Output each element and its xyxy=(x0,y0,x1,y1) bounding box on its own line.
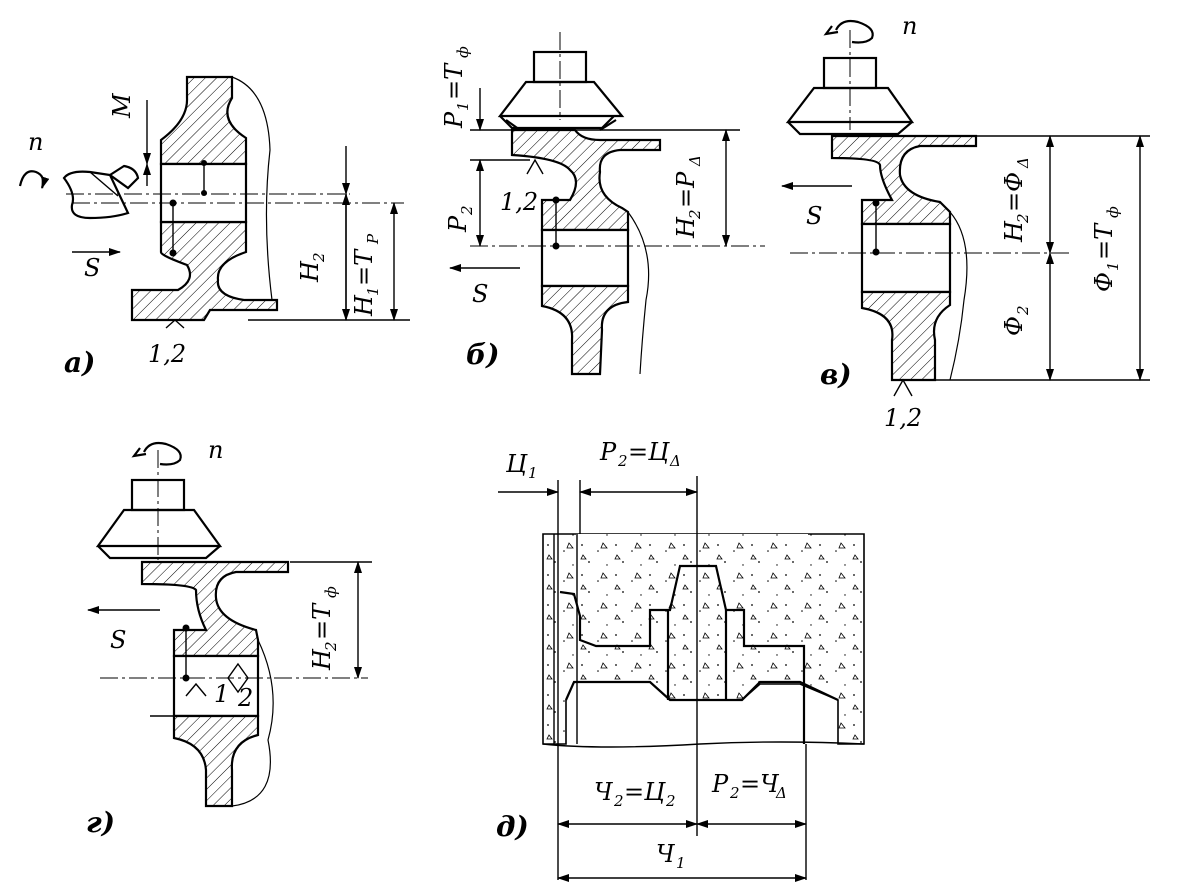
label-ch2-d: Ч 2 =Ц 2 xyxy=(594,778,676,810)
caption-v: в) xyxy=(820,358,852,391)
dimension-lines-a xyxy=(143,100,410,329)
rotation-arrow-v xyxy=(835,19,874,44)
svg-text:H: H xyxy=(350,294,378,317)
dimension-lines-v xyxy=(893,135,1150,397)
dimension-lines-g xyxy=(290,561,372,679)
svg-text:P: P xyxy=(444,215,472,233)
svg-text:2: 2 xyxy=(617,452,628,470)
svg-text:=Ц: =Ц xyxy=(624,778,666,806)
svg-text:=T: =T xyxy=(1090,222,1118,260)
svg-text:H: H xyxy=(1000,220,1028,243)
svg-text:=P: =P xyxy=(672,171,700,208)
svg-text:2: 2 xyxy=(1014,213,1032,224)
svg-text:P: P xyxy=(711,770,729,798)
label-f1-v: Ф 1 =T ф xyxy=(1090,206,1122,292)
svg-text:H: H xyxy=(308,648,336,671)
svg-text:=Ц: =Ц xyxy=(628,438,670,466)
mold-section-d xyxy=(542,533,865,748)
panel-d: Ц 1 P 2 =Ц Δ Ч 2 =Ц 2 P 2 =Ч Δ Ч 1 д) xyxy=(496,438,865,882)
svg-text:1: 1 xyxy=(364,286,382,296)
svg-text:1: 1 xyxy=(454,101,472,111)
svg-text:ф: ф xyxy=(322,586,340,598)
svg-text:2: 2 xyxy=(686,209,704,220)
label-p2-b: P 2 xyxy=(444,205,476,233)
label-s-b: S xyxy=(472,280,488,308)
label-h2-a: H 2 xyxy=(296,252,328,283)
label-mark2-g: 2 xyxy=(237,684,253,712)
rotation-arrow-g xyxy=(143,441,182,466)
svg-text:Δ: Δ xyxy=(669,452,681,470)
svg-text:2: 2 xyxy=(665,792,676,810)
svg-text:H: H xyxy=(296,260,324,283)
svg-text:ф: ф xyxy=(1104,206,1122,218)
caption-a: а) xyxy=(64,346,95,379)
caption-g: г) xyxy=(86,806,115,839)
workpiece-section-v xyxy=(790,134,1070,382)
svg-text:2: 2 xyxy=(322,641,340,652)
label-h1-a: H 1 =T P xyxy=(350,233,382,317)
label-n-g: n xyxy=(208,436,223,464)
label-f2-v: Ф 2 xyxy=(1000,305,1032,336)
label-mark1-g: 1 xyxy=(214,680,229,708)
svg-text:Ч: Ч xyxy=(656,840,676,868)
caption-b: б) xyxy=(466,338,499,371)
label-n-v: n xyxy=(902,12,917,40)
dimension-lines-d xyxy=(498,476,807,882)
svg-text:Δ: Δ xyxy=(1014,157,1032,169)
label-base-a: 1,2 xyxy=(148,340,186,368)
dimension-lines-b xyxy=(470,88,740,247)
svg-text:=T: =T xyxy=(350,248,378,286)
label-n-a: n xyxy=(28,128,43,156)
svg-text:=T: =T xyxy=(308,602,336,640)
rotation-arrow-a xyxy=(18,170,50,189)
svg-text:1: 1 xyxy=(1104,261,1122,271)
label-c1-sub-d: 1 xyxy=(528,464,538,482)
label-c1-d: Ц xyxy=(505,450,528,478)
label-base-b: 1,2 xyxy=(500,188,538,216)
label-base-v: 1,2 xyxy=(884,404,922,432)
label-ch1-d: Ч 1 xyxy=(656,840,686,872)
panel-a: n S M H 2 H 1 =T P 1,2 а) xyxy=(18,75,410,379)
svg-text:H: H xyxy=(672,216,700,239)
svg-text:P: P xyxy=(364,233,382,245)
svg-text:P: P xyxy=(440,111,468,129)
svg-text:=T: =T xyxy=(440,62,468,100)
svg-text:2: 2 xyxy=(310,252,328,263)
panel-v: n S H 2 =Ф Δ Ф 2 Ф 1 =T ф 1,2 в) xyxy=(781,12,1150,432)
workpiece-section-g xyxy=(100,560,368,808)
svg-text:=Ч: =Ч xyxy=(740,770,780,798)
panel-b: P 1 =T ф P 2 H 2 =P Δ 1,2 S б) xyxy=(440,32,765,376)
svg-text:Ф: Ф xyxy=(1090,272,1118,292)
label-s-v: S xyxy=(806,202,822,230)
chuck-b xyxy=(497,32,625,131)
chuck-v xyxy=(785,19,915,136)
svg-text:1: 1 xyxy=(676,854,686,872)
svg-text:2: 2 xyxy=(729,784,740,802)
workpiece-section-a xyxy=(130,75,279,322)
label-p2-bottom-d: P 2 =Ч Δ xyxy=(711,770,787,802)
label-s-a: S xyxy=(84,254,100,282)
label-h2-g: H 2 =T ф xyxy=(308,586,340,671)
workpiece-section-b xyxy=(470,128,765,376)
svg-text:ф: ф xyxy=(454,46,472,58)
svg-text:P: P xyxy=(599,438,617,466)
label-h2-b: H 2 =P Δ xyxy=(672,155,704,239)
svg-text:=Ф: =Ф xyxy=(1000,172,1028,212)
svg-text:2: 2 xyxy=(458,205,476,216)
label-s-g: S xyxy=(110,626,126,654)
svg-text:Δ: Δ xyxy=(775,784,787,802)
label-h2-v: H 2 =Ф Δ xyxy=(1000,157,1032,243)
label-m-a: M xyxy=(108,92,136,119)
label-p2-top-d: P 2 =Ц Δ xyxy=(599,438,681,470)
panel-g: n S H 2 =T ф 1 2 г) xyxy=(86,436,372,839)
svg-text:Ф: Ф xyxy=(1000,316,1028,336)
caption-d: д) xyxy=(496,810,529,843)
svg-text:Δ: Δ xyxy=(686,155,704,167)
svg-text:Ч: Ч xyxy=(594,778,614,806)
svg-text:2: 2 xyxy=(613,792,624,810)
svg-text:2: 2 xyxy=(1014,305,1032,316)
chuck-g xyxy=(95,441,223,560)
label-p1-b: P 1 =T ф xyxy=(440,46,472,129)
